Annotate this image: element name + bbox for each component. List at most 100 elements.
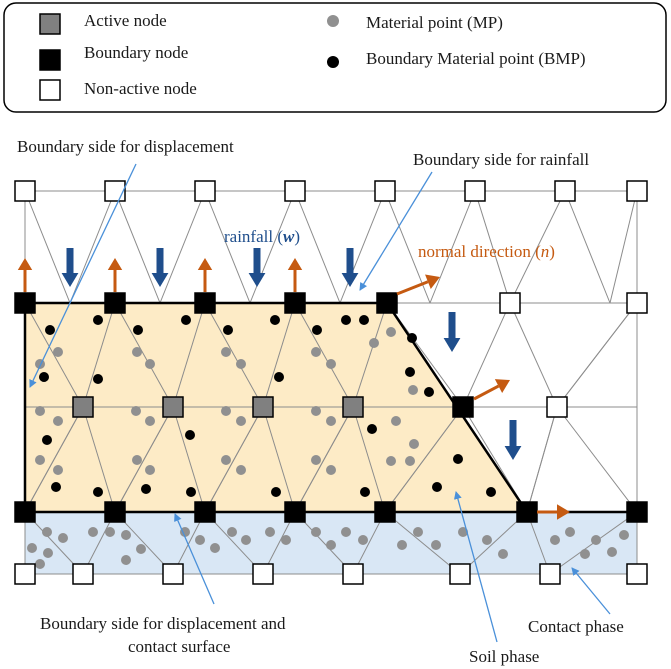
mesh-edge <box>204 406 264 513</box>
normal-arrow-head <box>197 258 213 270</box>
material-point <box>311 406 321 416</box>
boundary-material-point <box>141 484 151 494</box>
material-point <box>221 347 231 357</box>
active-node <box>72 396 94 418</box>
active-node <box>252 396 274 418</box>
material-point <box>397 540 407 550</box>
label-boundary-contact-line2: contact surface <box>128 637 230 656</box>
legend: Active node Boundary node Non-active nod… <box>3 2 667 113</box>
boundary-node <box>14 501 36 523</box>
non-active-node <box>342 563 364 585</box>
normal-arrow-head <box>287 258 303 270</box>
material-point <box>369 338 379 348</box>
material-point <box>311 347 321 357</box>
mesh-edge <box>556 406 638 513</box>
pointer-boundary-contact <box>174 513 215 605</box>
boundary-material-point <box>360 487 370 497</box>
normal-arrow-head <box>17 258 33 270</box>
material-point <box>580 549 590 559</box>
mesh-edge <box>294 190 341 304</box>
active-node <box>162 396 184 418</box>
boundary-material-point <box>133 325 143 335</box>
material-point <box>236 465 246 475</box>
boundary-material-point <box>271 487 281 497</box>
boundary-material-point <box>45 325 55 335</box>
material-point <box>265 527 275 537</box>
label-contact-phase: Contact phase <box>528 617 624 636</box>
mesh-edge <box>204 302 264 408</box>
non-active-node <box>546 396 568 418</box>
mesh-edge <box>82 406 116 513</box>
material-point <box>591 535 601 545</box>
material-point <box>281 535 291 545</box>
material-point <box>311 455 321 465</box>
mesh-edge <box>526 406 558 513</box>
mesh-edge <box>114 190 161 304</box>
boundary-node <box>104 501 126 523</box>
material-point <box>132 455 142 465</box>
material-point <box>565 527 575 537</box>
boundary-material-point <box>405 367 415 377</box>
rainfall-arrow-head <box>248 273 266 287</box>
material-point <box>195 535 205 545</box>
boundary-node <box>104 292 126 314</box>
boundary-node <box>14 292 36 314</box>
boundary-material-point <box>407 333 417 343</box>
non-active-node <box>14 180 36 202</box>
material-point <box>236 359 246 369</box>
non-active-node <box>626 180 648 202</box>
non-active-node <box>72 563 94 585</box>
material-point <box>145 416 155 426</box>
material-point <box>550 535 560 545</box>
pointer-boundary-rainfall <box>359 171 433 291</box>
material-point <box>236 416 246 426</box>
material-point <box>121 530 131 540</box>
material-point <box>145 465 155 475</box>
mesh-edge <box>294 302 354 408</box>
rainfall-arrow-head <box>61 273 79 287</box>
material-point <box>180 527 190 537</box>
material-point <box>42 527 52 537</box>
normal-arrow-head <box>557 504 570 520</box>
mesh-edge <box>294 406 354 513</box>
legend-active-node-symbol <box>39 13 61 35</box>
mesh-edge <box>509 190 566 304</box>
label-boundary-contact-line1: Boundary side for displacement and <box>40 614 286 633</box>
legend-boundary-node-symbol <box>39 49 61 71</box>
non-active-node <box>162 563 184 585</box>
material-point <box>131 406 141 416</box>
material-point <box>221 455 231 465</box>
boundary-material-point <box>93 487 103 497</box>
non-active-node <box>449 563 471 585</box>
material-point <box>326 540 336 550</box>
mesh-edge <box>462 302 511 408</box>
material-point <box>482 535 492 545</box>
material-point <box>498 549 508 559</box>
mesh-edge <box>172 302 206 408</box>
boundary-material-point <box>223 325 233 335</box>
rainfall-arrow-head <box>504 446 522 460</box>
mesh-edge <box>204 190 251 304</box>
material-point <box>121 555 131 565</box>
normal-arrow <box>473 384 500 401</box>
non-active-node <box>626 292 648 314</box>
material-point <box>88 527 98 537</box>
legend-non-active-node-label: Non-active node <box>84 79 197 98</box>
boundary-material-point <box>341 315 351 325</box>
material-point <box>408 385 418 395</box>
material-point <box>35 406 45 416</box>
mesh-edge <box>24 190 71 304</box>
mesh <box>24 190 638 575</box>
legend-boundary-node-label: Boundary node <box>84 43 188 62</box>
mesh-edge <box>114 302 174 408</box>
material-point <box>35 359 45 369</box>
boundary-material-point <box>453 454 463 464</box>
rainfall-arrow-head <box>151 273 169 287</box>
label-normal-direction: normal direction (n) <box>418 242 555 261</box>
label-soil-phase: Soil phase <box>469 647 539 666</box>
boundary-material-point <box>39 372 49 382</box>
mesh-edge <box>564 190 611 304</box>
mesh-edge <box>262 302 296 408</box>
legend-boundary-material-point-label: Boundary Material point (BMP) <box>366 49 586 68</box>
